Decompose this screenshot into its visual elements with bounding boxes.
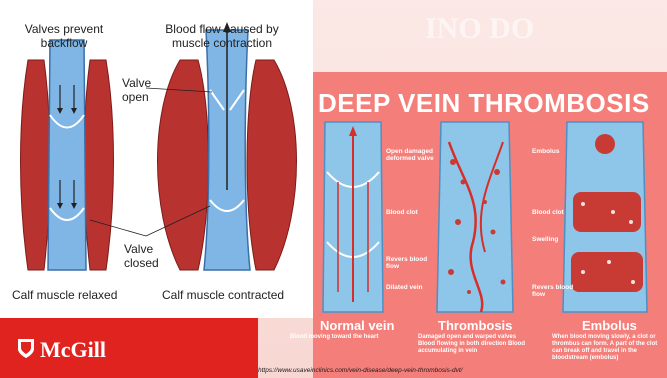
watermark-text: INO DO bbox=[425, 12, 534, 46]
label-revers-blood-flow: Revers blood flow bbox=[386, 256, 434, 270]
source-url-link[interactable]: https://www.usaveinclinics.com/vein-dise… bbox=[258, 367, 462, 374]
label-open-damaged-valve: Open damaged deformed valve bbox=[386, 148, 438, 162]
label-blood-flow: Blood flow caused by muscle contraction bbox=[152, 22, 292, 50]
caption-calf-muscle-contracted: Calf muscle contracted bbox=[162, 288, 302, 302]
caption-calf-muscle-relaxed: Calf muscle relaxed bbox=[12, 288, 132, 302]
label-blood-clot-1: Blood clot bbox=[386, 209, 438, 216]
column-subtitle-normal-vein: Blood moving toward the heart bbox=[290, 334, 400, 341]
column-subtitle-embolus: When blood moving slowly, a clot or thro… bbox=[552, 334, 664, 362]
mcgill-footer bbox=[0, 318, 258, 378]
label-revers-blood-flow-2: Revers blood flow bbox=[532, 284, 580, 298]
column-subtitle-thrombosis: Damaged open and warped valves Blood flo… bbox=[418, 334, 530, 355]
label-swelling: Swelling bbox=[532, 236, 572, 243]
column-title-normal-vein: Normal vein bbox=[320, 318, 394, 333]
dvt-title: DEEP VEIN THROMBOSIS bbox=[318, 88, 650, 119]
label-valves-prevent-backflow: Valves prevent backflow bbox=[22, 22, 106, 50]
mcgill-crest-icon bbox=[16, 337, 36, 359]
label-dilated-vein: Dilated vein bbox=[386, 284, 438, 291]
label-valve-open: Valve open bbox=[122, 76, 156, 104]
column-title-embolus: Embolus bbox=[582, 318, 637, 333]
mcgill-logo-text: McGill bbox=[40, 337, 106, 363]
label-blood-clot-2: Blood clot bbox=[532, 209, 572, 216]
dvt-vein-illustrations bbox=[313, 122, 667, 322]
label-valve-closed: Valve closed bbox=[124, 242, 164, 270]
calf-muscle-pump-diagram: Valves prevent backflow Blood flow cause… bbox=[0, 0, 313, 318]
column-title-thrombosis: Thrombosis bbox=[438, 318, 512, 333]
label-embolus: Embolus bbox=[532, 148, 572, 155]
